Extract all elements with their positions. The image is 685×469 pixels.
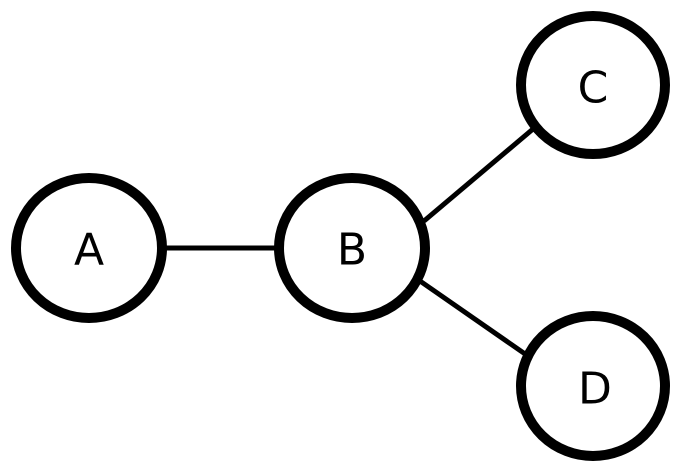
node-d-circle (516, 311, 670, 461)
node-c-circle (516, 11, 670, 159)
node-d-label: D (578, 364, 612, 415)
node-c-label: C (578, 63, 609, 114)
node-b-circle (274, 173, 430, 323)
edge-b-d (418, 278, 530, 359)
node-a: A (11, 173, 167, 323)
node-d: D (516, 311, 670, 461)
node-b-label: B (337, 225, 367, 276)
node-a-circle (11, 173, 167, 323)
node-c: C (516, 11, 670, 159)
node-a-label: A (74, 225, 104, 276)
edge-b-c (422, 127, 535, 223)
node-b: B (274, 173, 430, 323)
